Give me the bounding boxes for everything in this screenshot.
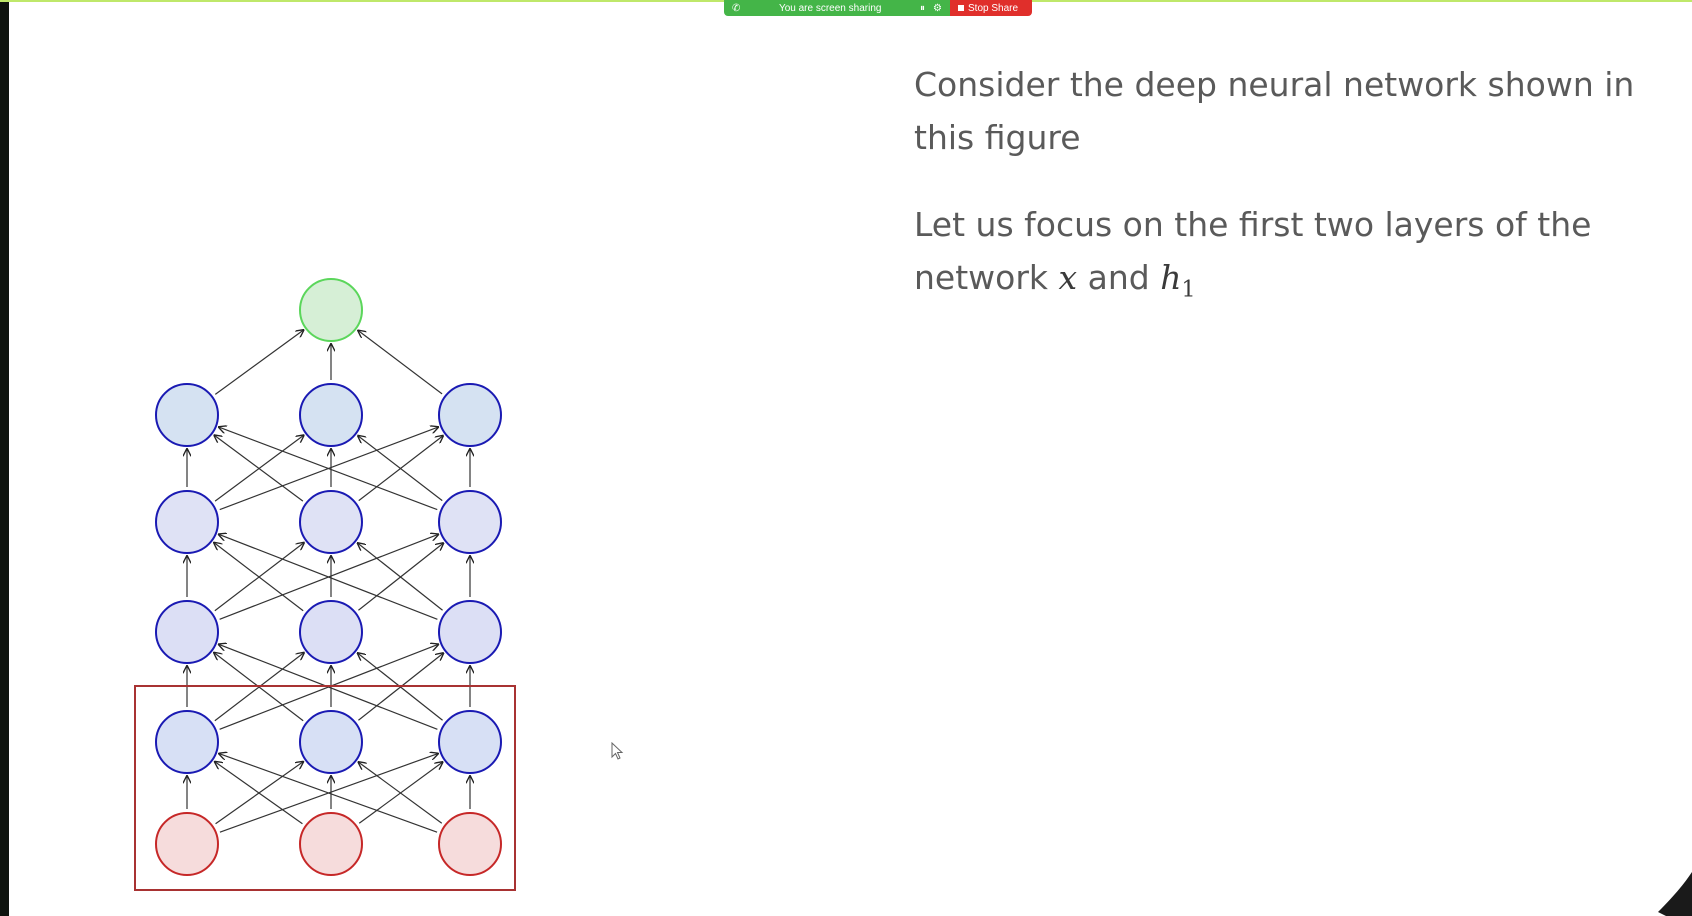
hidden-node-l4-n0 xyxy=(155,383,219,447)
input-node-l0-n2 xyxy=(438,812,502,876)
corner-decoration xyxy=(1658,872,1692,916)
edge-l3-n1-to-l4-n0 xyxy=(214,435,304,502)
slide-line-2-prefix: Let us focus on the first two layers of … xyxy=(914,205,1592,297)
edge-l2-n2-to-l3-n1 xyxy=(358,543,443,611)
screen-share-toolbar[interactable]: ✆ You are screen sharing ⏸ ⚙ Stop Share xyxy=(724,0,1032,16)
slide-line-1: Consider the deep neural network shown i… xyxy=(914,65,1635,157)
output-node-l5-n0 xyxy=(299,278,363,342)
edge-l2-n1-to-l3-n0 xyxy=(214,543,304,612)
hidden-node-l2-n1 xyxy=(299,600,363,664)
input-node-l0-n0 xyxy=(155,812,219,876)
edge-l0-n1-to-l1-n0 xyxy=(215,762,303,825)
edge-l3-n2-to-l4-n1 xyxy=(358,436,443,502)
edge-l0-n2-to-l1-n1 xyxy=(358,762,443,824)
hidden-node-l2-n0 xyxy=(155,600,219,664)
share-status-label: You are screen sharing xyxy=(778,2,882,14)
edge-l4-n0-to-l5-n0 xyxy=(214,330,303,395)
hidden-node-l3-n0 xyxy=(155,490,219,554)
math-h1: h1 xyxy=(1160,258,1195,303)
phone-icon: ✆ xyxy=(732,2,741,14)
neural-network-diagram xyxy=(134,278,516,891)
math-x: x xyxy=(1058,258,1078,297)
settings-icon[interactable]: ⚙ xyxy=(933,2,942,14)
slide-line-2: Let us focus on the first two layers of … xyxy=(914,198,1674,317)
slide-text: Consider the deep neural network shown i… xyxy=(914,58,1674,351)
pause-icon[interactable]: ⏸ xyxy=(920,2,926,14)
hidden-node-l3-n1 xyxy=(299,490,363,554)
share-status-bar[interactable]: ✆ You are screen sharing ⏸ ⚙ xyxy=(724,0,950,16)
hidden-node-l1-n0 xyxy=(155,710,219,774)
hidden-node-l4-n2 xyxy=(438,383,502,447)
stop-share-button[interactable]: Stop Share xyxy=(950,0,1032,16)
edge-l2-n2-to-l3-n0 xyxy=(219,534,438,620)
network-nodes xyxy=(155,278,502,876)
slide-line-2-and: and xyxy=(1077,258,1161,297)
stop-share-label: Stop Share xyxy=(968,2,1019,14)
mouse-cursor-icon xyxy=(611,742,624,760)
hidden-node-l2-n2 xyxy=(438,600,502,664)
hidden-node-l1-n1 xyxy=(299,710,363,774)
hidden-node-l1-n2 xyxy=(438,710,502,774)
input-node-l0-n1 xyxy=(299,812,363,876)
hidden-node-l3-n2 xyxy=(438,490,502,554)
window-left-edge xyxy=(0,0,9,916)
edge-l4-n2-to-l5-n0 xyxy=(358,330,443,395)
math-h-subscript: 1 xyxy=(1181,277,1196,303)
hidden-node-l4-n1 xyxy=(299,383,363,447)
highlight-box xyxy=(134,685,516,891)
stop-icon xyxy=(958,5,964,11)
edge-l3-n2-to-l4-n0 xyxy=(219,427,438,511)
edge-l0-n2-to-l1-n0 xyxy=(219,754,438,833)
math-h: h xyxy=(1160,258,1182,297)
